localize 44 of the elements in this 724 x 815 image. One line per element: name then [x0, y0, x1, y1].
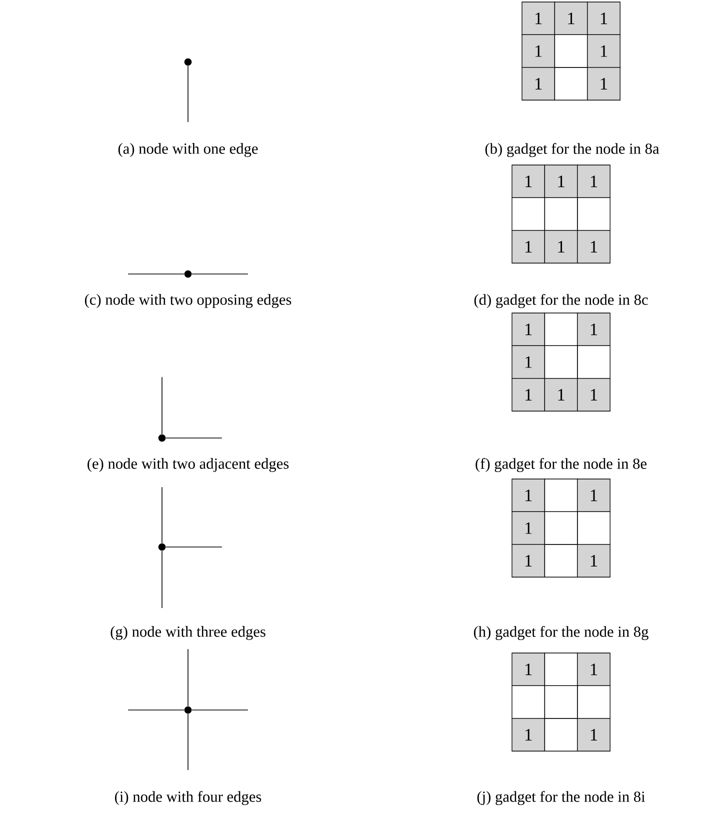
table-cell: 1 [512, 164, 546, 198]
caption: (c) node with two opposing edges [84, 294, 292, 308]
table-cell: 1 [577, 544, 610, 578]
table-cell: 1 [544, 230, 578, 264]
table-cell: 1 [512, 345, 546, 379]
caption: (f) gadget for the node in 8e [476, 458, 646, 472]
caption: (a) node with one edge [118, 143, 258, 157]
table-cell: 1 [512, 652, 546, 686]
table-cell: 1 [577, 718, 610, 752]
table-cell: 1 [512, 378, 546, 412]
edge-line [166, 546, 222, 548]
node-dot [158, 543, 166, 551]
table-cell: 1 [512, 478, 546, 512]
table-cell: 1 [522, 67, 556, 100]
table-cell: 1 [587, 67, 620, 100]
caption: (b) gadget for the node in 8a [485, 142, 660, 158]
node-dot [184, 270, 192, 278]
caption: (d) gadget for the node in 8c [474, 294, 648, 308]
table-cell: 1 [512, 544, 546, 578]
table-cell: 1 [577, 652, 610, 686]
node-dot [158, 434, 166, 442]
table-cell: 1 [512, 230, 546, 264]
table-cell: 1 [577, 164, 610, 198]
table-cell: 1 [587, 2, 620, 36]
table-cell: 1 [577, 312, 610, 346]
caption: (i) node with four edges [115, 790, 262, 806]
table-cell: 1 [522, 34, 556, 68]
table-cell: 1 [512, 511, 546, 545]
caption: (j) gadget for the node in 8i [477, 790, 646, 806]
node-dot [184, 706, 192, 714]
table-cell: 1 [512, 718, 546, 752]
table-cell: 1 [522, 2, 556, 36]
table-cell: 1 [577, 378, 610, 412]
caption: (g) node with three edges [110, 626, 266, 640]
table-cell: 1 [544, 378, 578, 412]
caption: (h) gadget for the node in 8g [474, 626, 648, 640]
table-cell: 1 [512, 312, 546, 346]
table-cell: 1 [577, 478, 610, 512]
table-cell: 1 [587, 34, 620, 68]
caption: (e) node with two adjacent edges [88, 458, 289, 472]
table-cell: 1 [554, 2, 588, 36]
table-cell: 1 [544, 164, 578, 198]
table-cell: 1 [577, 230, 610, 264]
node-dot [184, 58, 192, 66]
